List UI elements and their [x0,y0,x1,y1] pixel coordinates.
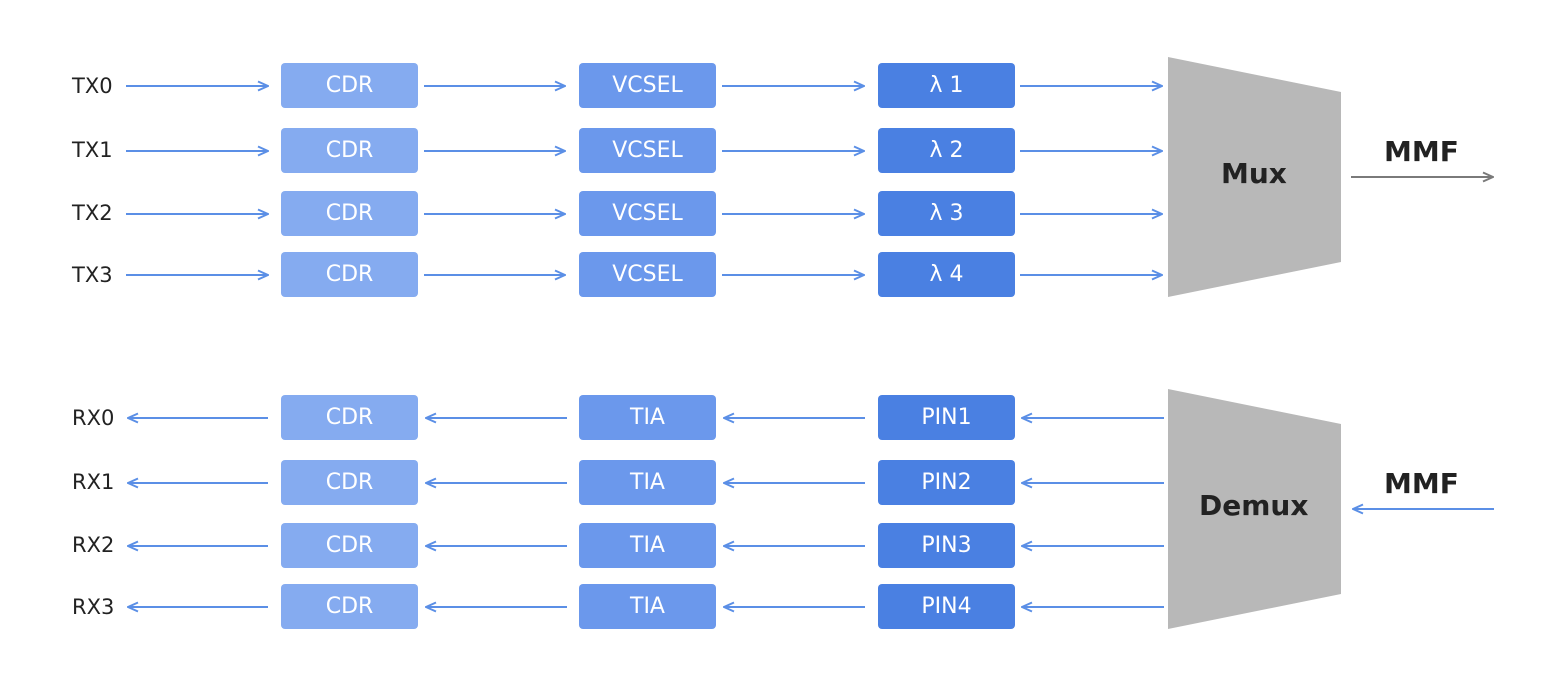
tx-cdr-block: CDR [281,191,418,236]
rx-cdr-block: CDR [281,584,418,629]
mux-label: Mux [1221,157,1287,190]
wavelength-block: λ 2 [878,128,1015,173]
vcsel-block: VCSEL [579,191,716,236]
tia-block: TIA [579,584,716,629]
tx-cdr-block: CDR [281,63,418,108]
rx-output-label: RX3 [72,595,115,619]
rx-output-label: RX1 [72,470,115,494]
tia-block: TIA [579,395,716,440]
tx-input-label: TX0 [72,74,113,98]
tx-input-label: TX2 [72,201,113,225]
mux-block [1168,57,1341,297]
demux-label: Demux [1199,489,1309,522]
rx-output-label: RX0 [72,406,115,430]
vcsel-block: VCSEL [579,63,716,108]
wavelength-block: λ 1 [878,63,1015,108]
tia-block: TIA [579,460,716,505]
vcsel-block: VCSEL [579,252,716,297]
tx-fiber-label: MMF [1384,135,1459,168]
rx-cdr-block: CDR [281,460,418,505]
demux-block [1168,389,1341,629]
tx-input-label: TX3 [72,263,113,287]
wavelength-block: λ 3 [878,191,1015,236]
tx-input-label: TX1 [72,138,113,162]
tia-block: TIA [579,523,716,568]
tx-cdr-block: CDR [281,128,418,173]
tx-cdr-block: CDR [281,252,418,297]
rx-cdr-block: CDR [281,523,418,568]
pin-block: PIN2 [878,460,1015,505]
rx-cdr-block: CDR [281,395,418,440]
pin-block: PIN1 [878,395,1015,440]
wavelength-block: λ 4 [878,252,1015,297]
rx-fiber-label: MMF [1384,467,1459,500]
pin-block: PIN3 [878,523,1015,568]
rx-output-label: RX2 [72,533,115,557]
pin-block: PIN4 [878,584,1015,629]
vcsel-block: VCSEL [579,128,716,173]
